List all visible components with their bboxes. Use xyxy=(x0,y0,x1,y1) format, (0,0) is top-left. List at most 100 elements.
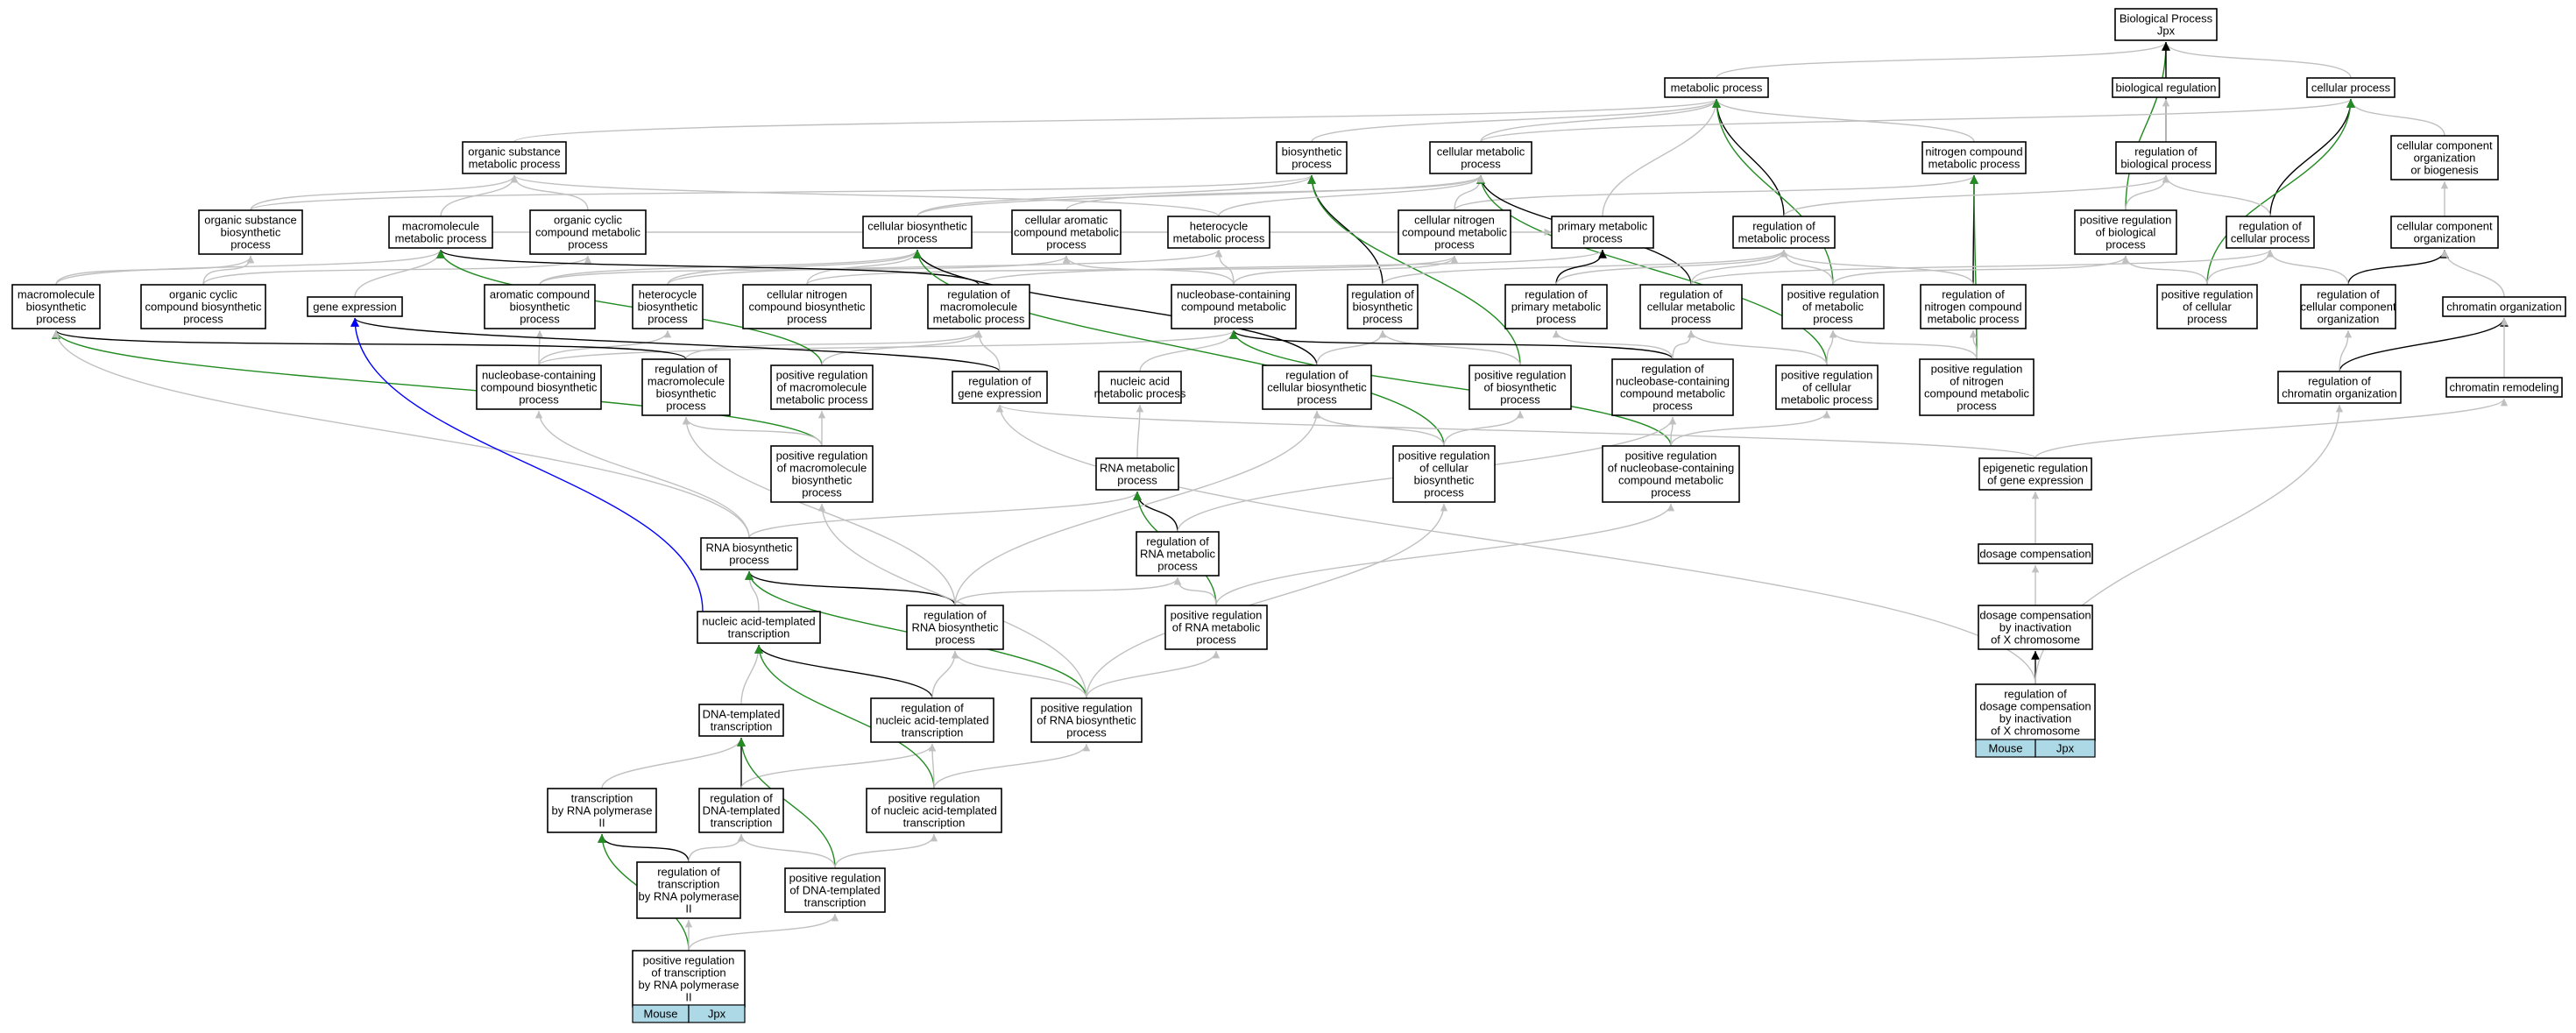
go-term-node[interactable]: chromatin organization xyxy=(2442,296,2566,317)
go-term-node[interactable]: cellular process xyxy=(2306,77,2396,98)
go-term-node[interactable]: metabolic process xyxy=(1664,77,1769,98)
node-label-line: regulation of xyxy=(710,792,773,805)
node-label-line: process xyxy=(2187,313,2227,326)
edge-positively-regulates xyxy=(913,249,1445,447)
go-term-node[interactable]: gene expression xyxy=(307,296,403,317)
edge-is-a xyxy=(740,743,937,789)
node-box xyxy=(698,788,784,833)
edge-is-a xyxy=(1480,98,2354,143)
node-label-line: of nitrogen xyxy=(1950,375,2003,388)
go-term-node[interactable]: regulation ofmacromoleculebiosyntheticpr… xyxy=(641,358,731,416)
node-label-line: of cellular xyxy=(1419,462,1468,475)
node-label-line: process xyxy=(1651,486,1691,499)
node-box xyxy=(198,209,303,255)
node-label-line: positive regulation xyxy=(776,369,868,382)
node-label-line: cellular metabolic xyxy=(1437,145,1525,159)
node-label-line: metabolic process xyxy=(1928,158,2020,171)
node-box xyxy=(927,284,1030,329)
edge-is-a xyxy=(52,329,750,539)
edge-is-a xyxy=(1780,249,1974,286)
node-label-line: biosynthetic xyxy=(656,387,717,400)
legend-species-label: Mouse xyxy=(1988,742,2022,755)
edge-regulates xyxy=(1712,98,1785,217)
node-box xyxy=(1398,209,1511,255)
node-box xyxy=(140,284,266,329)
go-term-node[interactable]: biological regulation xyxy=(2112,77,2220,98)
edge-is-a xyxy=(2206,249,2275,286)
node-label-line: cellular component xyxy=(2300,301,2396,314)
go-term-node[interactable]: dosage compensation xyxy=(1978,543,2093,564)
go-term-node[interactable]: chromatin remodeling xyxy=(2445,377,2563,398)
node-label-line: process xyxy=(1461,158,1501,171)
node-label-line: process xyxy=(1157,560,1198,573)
go-term-node[interactable]: regulation ofnucleobase-containingcompou… xyxy=(1611,358,1734,416)
edge-is-a xyxy=(534,410,750,539)
node-label-line: aromatic compound xyxy=(490,288,590,301)
